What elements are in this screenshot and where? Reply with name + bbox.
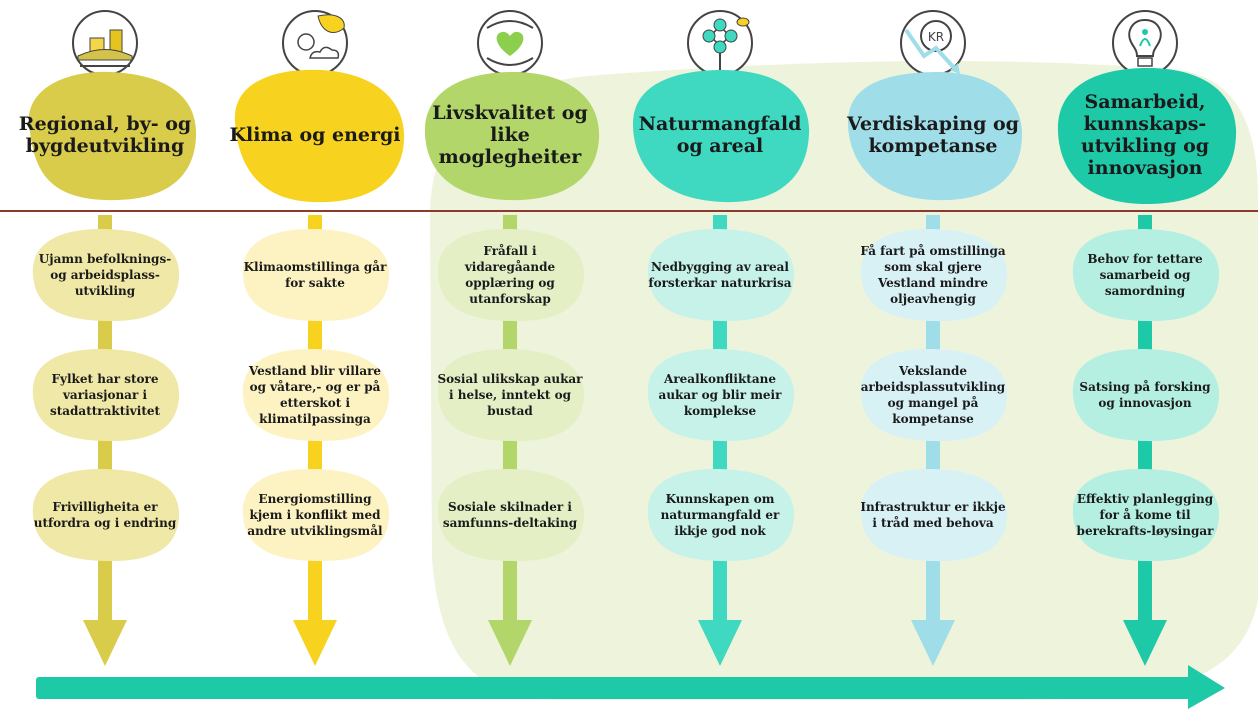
card-livskvalitet-1: Fråfall i vidaregåande opplæring og utan… — [464, 244, 556, 306]
card-verdiskaping-1: Få fart på omstillinga som skal gjere Ve… — [860, 244, 1006, 306]
town-icon — [72, 10, 138, 76]
card-blob — [437, 348, 585, 442]
card-blob — [32, 468, 180, 562]
column-arrow-head — [1123, 620, 1167, 666]
lightbulb-icon — [1112, 10, 1178, 76]
header-blob — [424, 72, 600, 201]
card-samarbeid-2: Satsing på forsking og innovasjon — [1079, 380, 1211, 410]
header-regional: Regional, by- og bygdeutvikling — [18, 113, 192, 157]
header-verdiskaping: Verdiskaping og kompetanse — [847, 113, 1019, 157]
divider-line — [0, 210, 1258, 212]
card-blob — [437, 228, 585, 322]
card-blob — [647, 228, 795, 322]
card-klima-1: Klimaomstillinga går for sakte — [243, 260, 387, 290]
card-verdiskaping-2: Vekslande arbeidsplassutvikling og mange… — [860, 364, 1006, 426]
card-blob — [242, 228, 390, 322]
card-naturmangfald-3: Kunnskapen om naturmangfald er ikkje god… — [660, 492, 780, 538]
climate-leaf-icon — [282, 10, 348, 76]
card-blob — [860, 468, 1008, 562]
card-livskvalitet-2: Sosial ulikskap aukar i helse, inntekt o… — [437, 372, 583, 418]
header-livskvalitet: Livskvalitet og like moglegheiter — [432, 102, 588, 168]
card-blob — [242, 468, 390, 562]
header-blob — [234, 69, 405, 203]
card-blob — [1072, 348, 1220, 442]
card-klima-2: Vestland blir villare og våtare,- og er … — [248, 364, 382, 426]
card-blob — [647, 348, 795, 442]
svg-text:KR: KR — [928, 30, 944, 44]
column-samarbeid: Samarbeid, kunnskaps-utvikling og innova… — [1050, 0, 1240, 709]
card-livskvalitet-3: Sosiale skilnader i samfunns-deltaking — [442, 500, 578, 530]
column-arrow-head — [698, 620, 742, 666]
heart-hands-icon — [477, 10, 543, 76]
card-regional-3: Frivilligheita er utfordra og i endring — [33, 500, 177, 530]
card-verdiskaping-3: Infrastruktur er ikkje i tråd med behova — [860, 500, 1006, 530]
column-arrow-head — [83, 620, 127, 666]
header-klima: Klima og energi — [229, 124, 401, 146]
card-blob — [32, 348, 180, 442]
card-samarbeid-1: Behov for tettare samarbeid og samordnin… — [1087, 252, 1203, 298]
flower-bee-icon — [687, 10, 753, 76]
column-arrow-head — [488, 620, 532, 666]
column-livskvalitet: Livskvalitet og like moglegheiter Fråfal… — [415, 0, 605, 709]
card-naturmangfald-2: Arealkonfliktane aukar og blir meir komp… — [658, 372, 782, 418]
column-naturmangfald: Naturmangfald og areal Nedbygging av are… — [625, 0, 815, 709]
column-regional: Regional, by- og bygdeutvikling Ujamn be… — [10, 0, 200, 709]
card-regional-1: Ujamn befolknings- og arbeidsplass-utvik… — [38, 252, 172, 298]
card-blob — [647, 468, 795, 562]
card-blob — [1072, 228, 1220, 322]
column-klima: Klima og energi Klimaomstillinga går for… — [220, 0, 410, 709]
card-blob — [860, 348, 1008, 442]
column-verdiskaping: KR Verdiskaping og kompetanse Få fart på… — [838, 0, 1028, 709]
card-blob — [437, 468, 585, 562]
header-blob — [28, 71, 197, 201]
card-blob — [860, 228, 1008, 322]
main-arrow-head — [1188, 665, 1225, 709]
header-blob — [1057, 68, 1237, 204]
header-samarbeid: Samarbeid, kunnskaps-utvikling og innova… — [1080, 91, 1210, 179]
background-blob — [430, 60, 1258, 701]
column-arrow-head — [293, 620, 337, 666]
header-blob — [632, 70, 810, 203]
card-naturmangfald-1: Nedbygging av areal forsterkar naturkris… — [648, 260, 792, 290]
card-blob — [1072, 468, 1220, 562]
card-blob — [32, 228, 180, 322]
card-regional-2: Fylket har store variasjonar i stadattra… — [49, 372, 161, 418]
column-arrow-head — [911, 620, 955, 666]
header-blob — [848, 72, 1023, 201]
main-arrow-shaft — [36, 677, 1196, 699]
card-klima-3: Energiomstilling kjem i konflikt med and… — [247, 492, 383, 538]
card-blob — [242, 348, 390, 442]
header-naturmangfald: Naturmangfald og areal — [638, 113, 802, 157]
card-samarbeid-3: Effektiv planlegging for å kome til bere… — [1076, 492, 1214, 538]
main-arrow — [36, 665, 1225, 709]
